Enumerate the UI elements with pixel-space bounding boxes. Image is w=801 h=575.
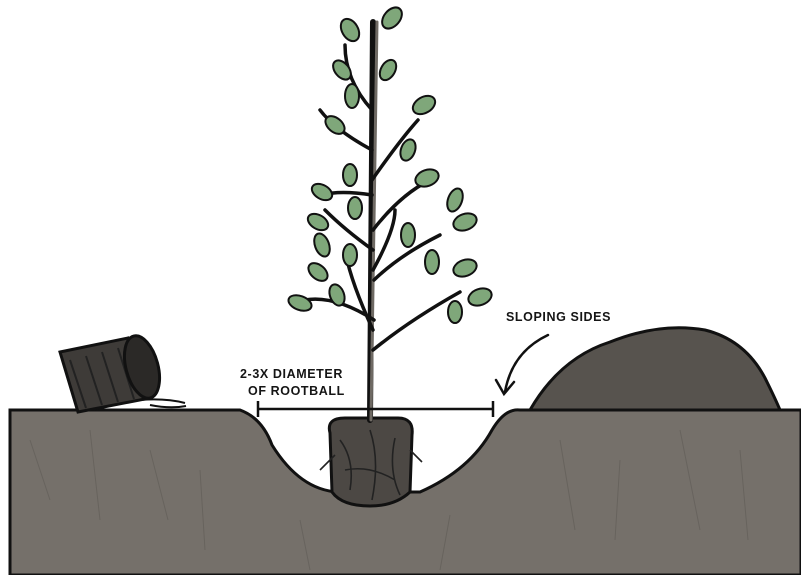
tree-icon bbox=[305, 22, 460, 420]
diameter-label-line1: 2-3X DIAMETER bbox=[240, 367, 343, 381]
diameter-dimension-line bbox=[258, 401, 493, 417]
curved-arrow-icon bbox=[496, 335, 548, 394]
leaves bbox=[286, 4, 494, 323]
backfill-mound bbox=[530, 328, 780, 410]
overturned-pot-icon bbox=[60, 332, 186, 412]
diameter-label-line2: OF ROOTBALL bbox=[248, 384, 345, 398]
sloping-sides-label: SLOPING SIDES bbox=[506, 310, 611, 324]
